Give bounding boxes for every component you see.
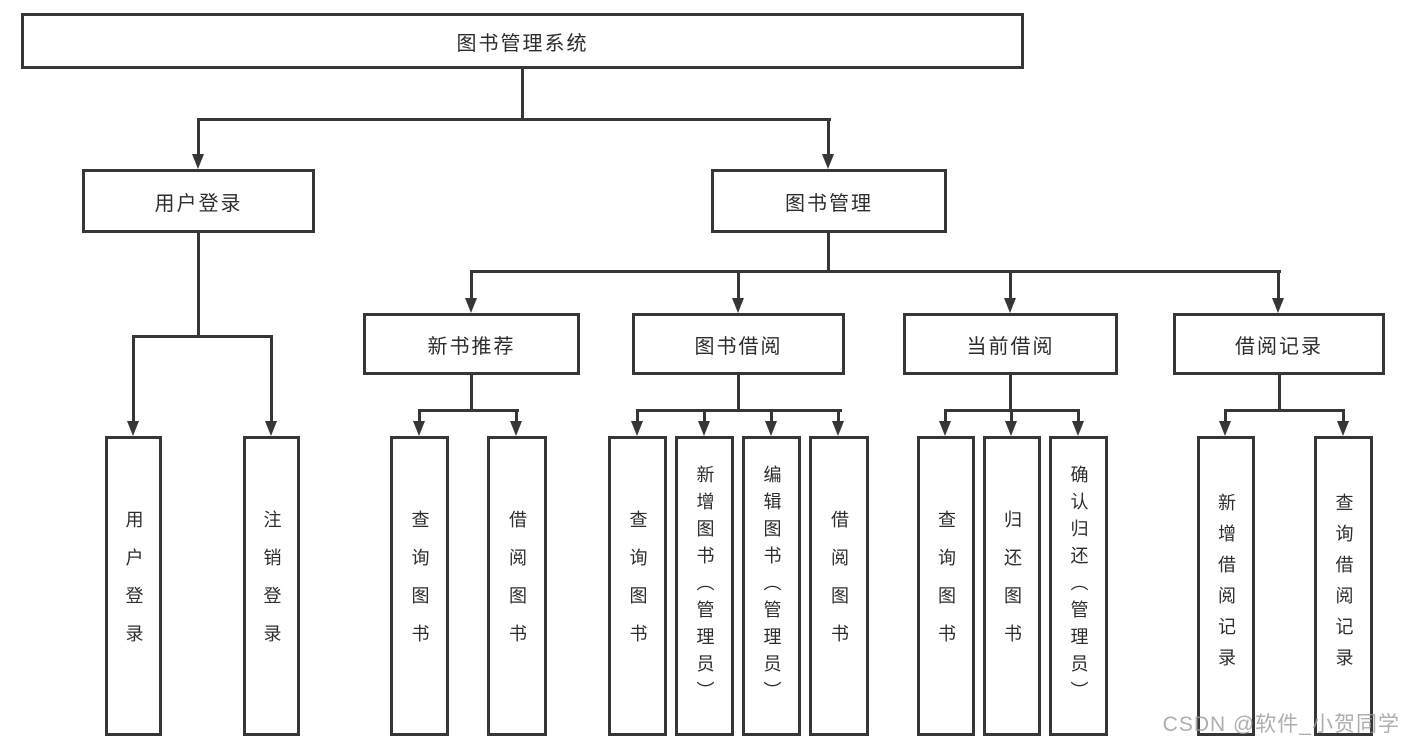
leaf-label: 新增借阅记录 (1216, 493, 1236, 679)
leaf-add-borrow-record: 新增借阅记录 (1197, 436, 1255, 736)
leaf-label: 用户登录 (123, 510, 144, 662)
connector-stem-book-management (827, 233, 830, 270)
leaf-label: 查询图书 (627, 510, 648, 662)
leaf-logout: 注销登录 (243, 436, 300, 736)
arrow-down-icon (413, 409, 426, 436)
arrow-down-icon (1005, 409, 1018, 436)
leaf-query-books-recommend: 查询图书 (390, 436, 449, 736)
leaf-label: 借阅图书 (829, 510, 849, 662)
arrow-down-icon (631, 409, 644, 436)
node-new-book-recommend: 新书推荐 (363, 313, 580, 375)
arrow-down-icon (510, 409, 523, 436)
connector-rail-user-login (132, 335, 273, 338)
leaf-label: 查询图书 (936, 510, 956, 662)
node-book-borrowing: 图书借阅 (632, 313, 845, 375)
node-borrow-records: 借阅记录 (1173, 313, 1385, 375)
connector-rail-borrowing (636, 409, 842, 412)
leaf-label: 新增图书（管理员） (694, 464, 715, 708)
arrow-down-icon (765, 409, 778, 436)
leaf-label: 借阅图书 (507, 510, 527, 662)
node-current-borrowing: 当前借阅 (903, 313, 1118, 375)
leaf-label: 注销登录 (261, 510, 282, 662)
connector-stem-borrowing (737, 375, 740, 409)
leaf-label: 确认归还（管理员） (1068, 464, 1089, 708)
leaf-label: 归还图书 (1002, 510, 1022, 662)
leaf-return-books: 归还图书 (983, 436, 1041, 736)
leaf-edit-book-admin: 编辑图书（管理员） (742, 436, 801, 736)
arrow-down-icon (698, 409, 711, 436)
arrow-down-icon (1072, 409, 1085, 436)
arrow-down-icon (939, 409, 952, 436)
arrow-down-icon (822, 118, 835, 169)
connector-rail-level2 (197, 118, 831, 121)
leaf-confirm-return-admin: 确认归还（管理员） (1049, 436, 1108, 736)
connector-stem-root (521, 69, 524, 118)
connector-stem-current (1009, 375, 1012, 409)
leaf-query-books-current: 查询图书 (917, 436, 975, 736)
node-book-management: 图书管理 (711, 169, 947, 233)
arrow-down-icon (1004, 270, 1017, 313)
connector-rail-level3 (470, 270, 1281, 273)
connector-stem-new-book (470, 375, 473, 409)
connector-stem-records (1278, 375, 1281, 409)
arrow-down-icon (732, 270, 745, 313)
node-root: 图书管理系统 (21, 13, 1024, 69)
leaf-query-borrow-record: 查询借阅记录 (1314, 436, 1373, 736)
connector-stem-user-login (197, 233, 200, 335)
arrow-down-icon (1337, 409, 1350, 436)
arrow-down-icon (832, 409, 845, 436)
arrow-down-icon (265, 335, 278, 436)
arrow-down-icon (127, 335, 140, 436)
arrow-down-icon (1219, 409, 1232, 436)
leaf-label: 查询图书 (409, 510, 430, 662)
connector-rail-new-book (418, 409, 519, 412)
connector-rail-records (1224, 409, 1345, 412)
leaf-label: 编辑图书（管理员） (761, 464, 782, 708)
arrow-down-icon (1272, 270, 1285, 313)
leaf-label: 查询借阅记录 (1333, 493, 1354, 679)
leaf-borrow-books-recommend: 借阅图书 (487, 436, 547, 736)
leaf-add-book-admin: 新增图书（管理员） (675, 436, 734, 736)
node-user-login: 用户登录 (82, 169, 315, 233)
leaf-borrow-books: 借阅图书 (809, 436, 869, 736)
arrow-down-icon (192, 118, 205, 169)
leaf-user-login: 用户登录 (105, 436, 162, 736)
arrow-down-icon (465, 270, 478, 313)
leaf-query-books-borrowing: 查询图书 (608, 436, 667, 736)
